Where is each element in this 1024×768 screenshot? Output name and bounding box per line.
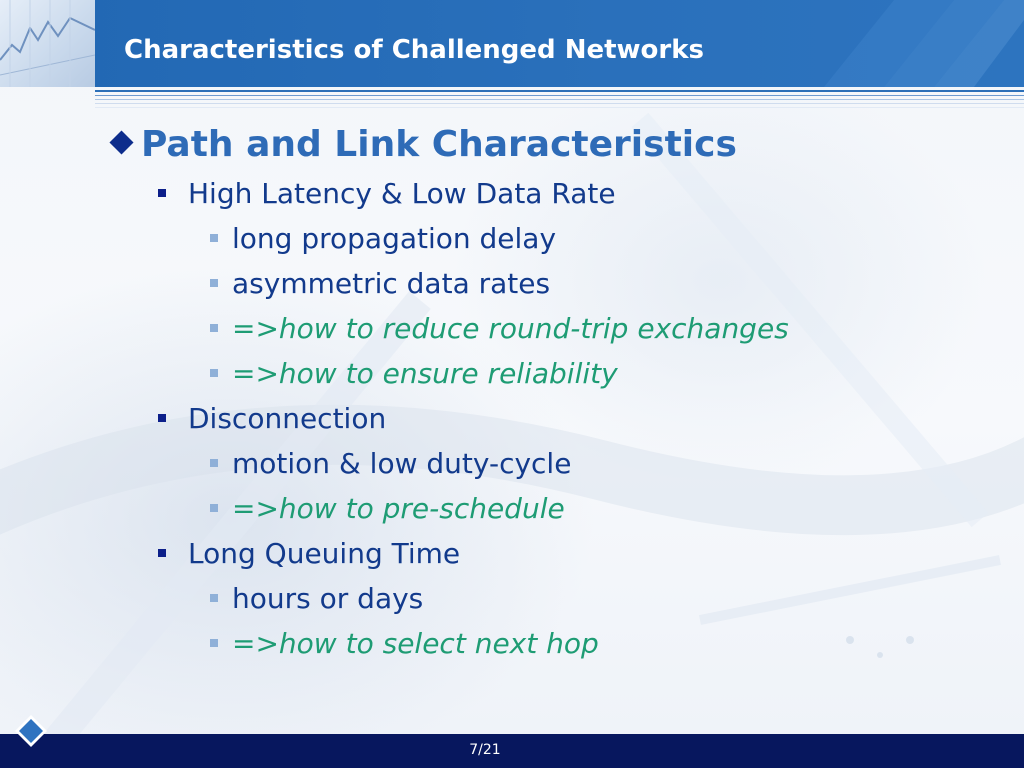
header-thumbnail-image xyxy=(0,0,95,87)
bullet-text: =>how to ensure reliability xyxy=(232,357,618,390)
bullet-text: Disconnection xyxy=(188,402,387,435)
bullet-item-level1: High Latency & Low Data Rate xyxy=(158,176,616,212)
header-rule xyxy=(95,103,1024,104)
slide-title: Characteristics of Challenged Networks xyxy=(124,35,704,65)
square-bullet-icon xyxy=(158,414,166,422)
square-bullet-icon xyxy=(210,594,218,602)
square-bullet-icon xyxy=(158,549,166,557)
footer-bar xyxy=(0,734,1024,768)
bullet-text: asymmetric data rates xyxy=(232,267,551,300)
diamond-icon xyxy=(109,130,134,155)
bullet-item-level2-note: =>how to pre-schedule xyxy=(210,491,565,527)
square-bullet-icon xyxy=(210,234,218,242)
diamond-logo-icon xyxy=(15,715,47,747)
header-rule xyxy=(95,107,1024,108)
bullet-item-level2: long propagation delay xyxy=(210,221,556,257)
page-number: 7/21 xyxy=(469,742,501,758)
square-bullet-icon xyxy=(210,369,218,377)
bullet-text: hours or days xyxy=(232,582,424,615)
bullet-text: =>how to reduce round-trip exchanges xyxy=(232,312,789,345)
header-rule xyxy=(95,95,1024,96)
square-bullet-icon xyxy=(210,639,218,647)
square-bullet-icon xyxy=(210,324,218,332)
bullet-item-level2: hours or days xyxy=(210,581,423,617)
bullet-text: =>how to select next hop xyxy=(232,627,599,660)
header-rule xyxy=(95,99,1024,100)
square-bullet-icon xyxy=(210,279,218,287)
header-stripe-decoration xyxy=(824,0,1024,87)
header-bar: Characteristics of Challenged Networks xyxy=(0,0,1024,87)
section-heading: Path and Link Characteristics xyxy=(108,123,737,167)
bullet-item-level1: Disconnection xyxy=(158,401,386,437)
square-bullet-icon xyxy=(210,504,218,512)
header-rule xyxy=(95,90,1024,92)
bullet-item-level2: motion & low duty-cycle xyxy=(210,446,571,482)
bullet-item-level2-note: =>how to reduce round-trip exchanges xyxy=(210,311,789,347)
bullet-item-level1: Long Queuing Time xyxy=(158,536,460,572)
bullet-item-level2-note: =>how to select next hop xyxy=(210,626,599,662)
bullet-item-level2: asymmetric data rates xyxy=(210,266,550,302)
section-heading-text: Path and Link Characteristics xyxy=(141,124,737,165)
bullet-item-level2-note: =>how to ensure reliability xyxy=(210,356,618,392)
square-bullet-icon xyxy=(210,459,218,467)
bullet-text: Long Queuing Time xyxy=(188,537,461,570)
bullet-text: High Latency & Low Data Rate xyxy=(188,177,616,210)
bullet-text: motion & low duty-cycle xyxy=(232,447,572,480)
bullet-text: =>how to pre-schedule xyxy=(232,492,565,525)
bullet-text: long propagation delay xyxy=(232,222,557,255)
square-bullet-icon xyxy=(158,189,166,197)
